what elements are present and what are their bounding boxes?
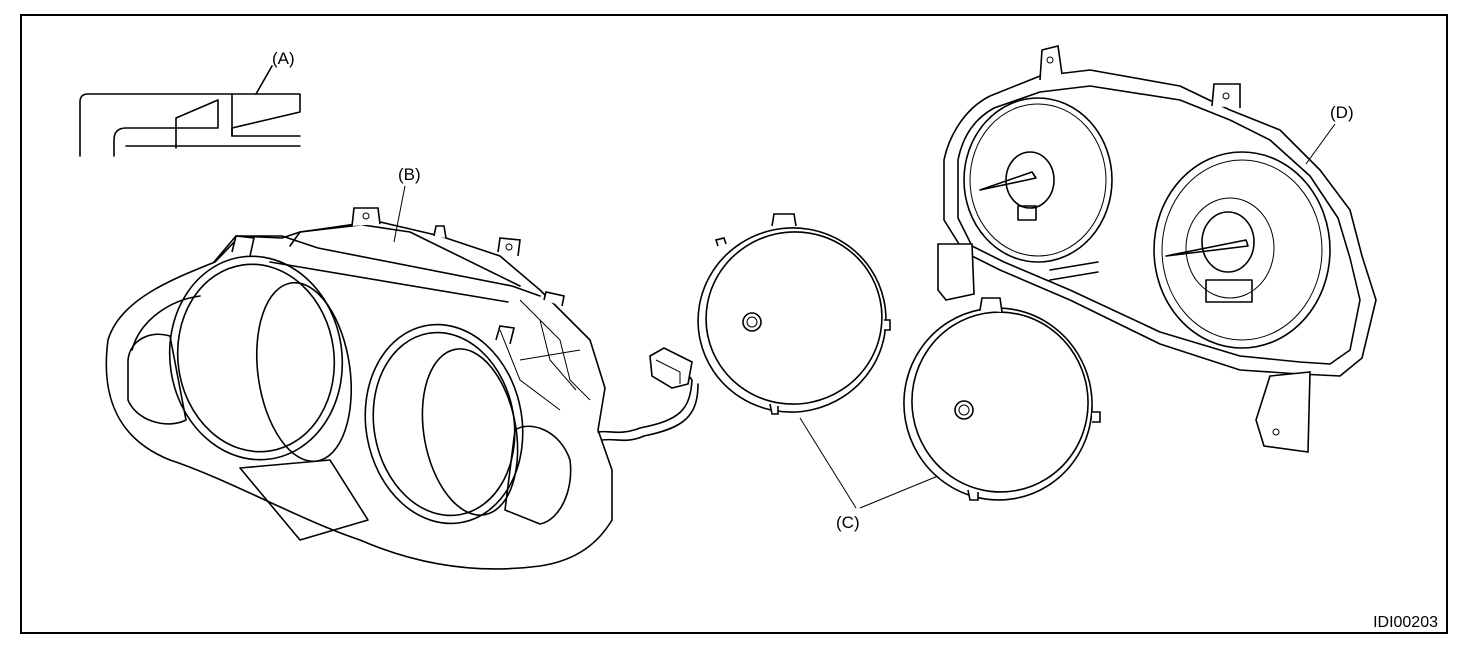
figure-id: IDI00203 xyxy=(1373,614,1438,631)
combination-meter-d xyxy=(937,45,1377,453)
leader-d xyxy=(1305,123,1336,165)
meter-cover-b xyxy=(105,207,699,570)
label-b: (B) xyxy=(398,165,421,184)
leader-c-1 xyxy=(799,417,857,509)
figure-frame xyxy=(20,14,1448,634)
dial-plate-c xyxy=(697,213,891,415)
leader-b xyxy=(393,185,406,243)
dial-plate-c-2 xyxy=(903,297,1101,501)
label-c: (C) xyxy=(836,513,860,532)
label-d: (D) xyxy=(1330,103,1354,122)
leader-c-2 xyxy=(859,475,939,509)
detail-a-section xyxy=(79,65,301,157)
label-a: (A) xyxy=(272,49,295,68)
